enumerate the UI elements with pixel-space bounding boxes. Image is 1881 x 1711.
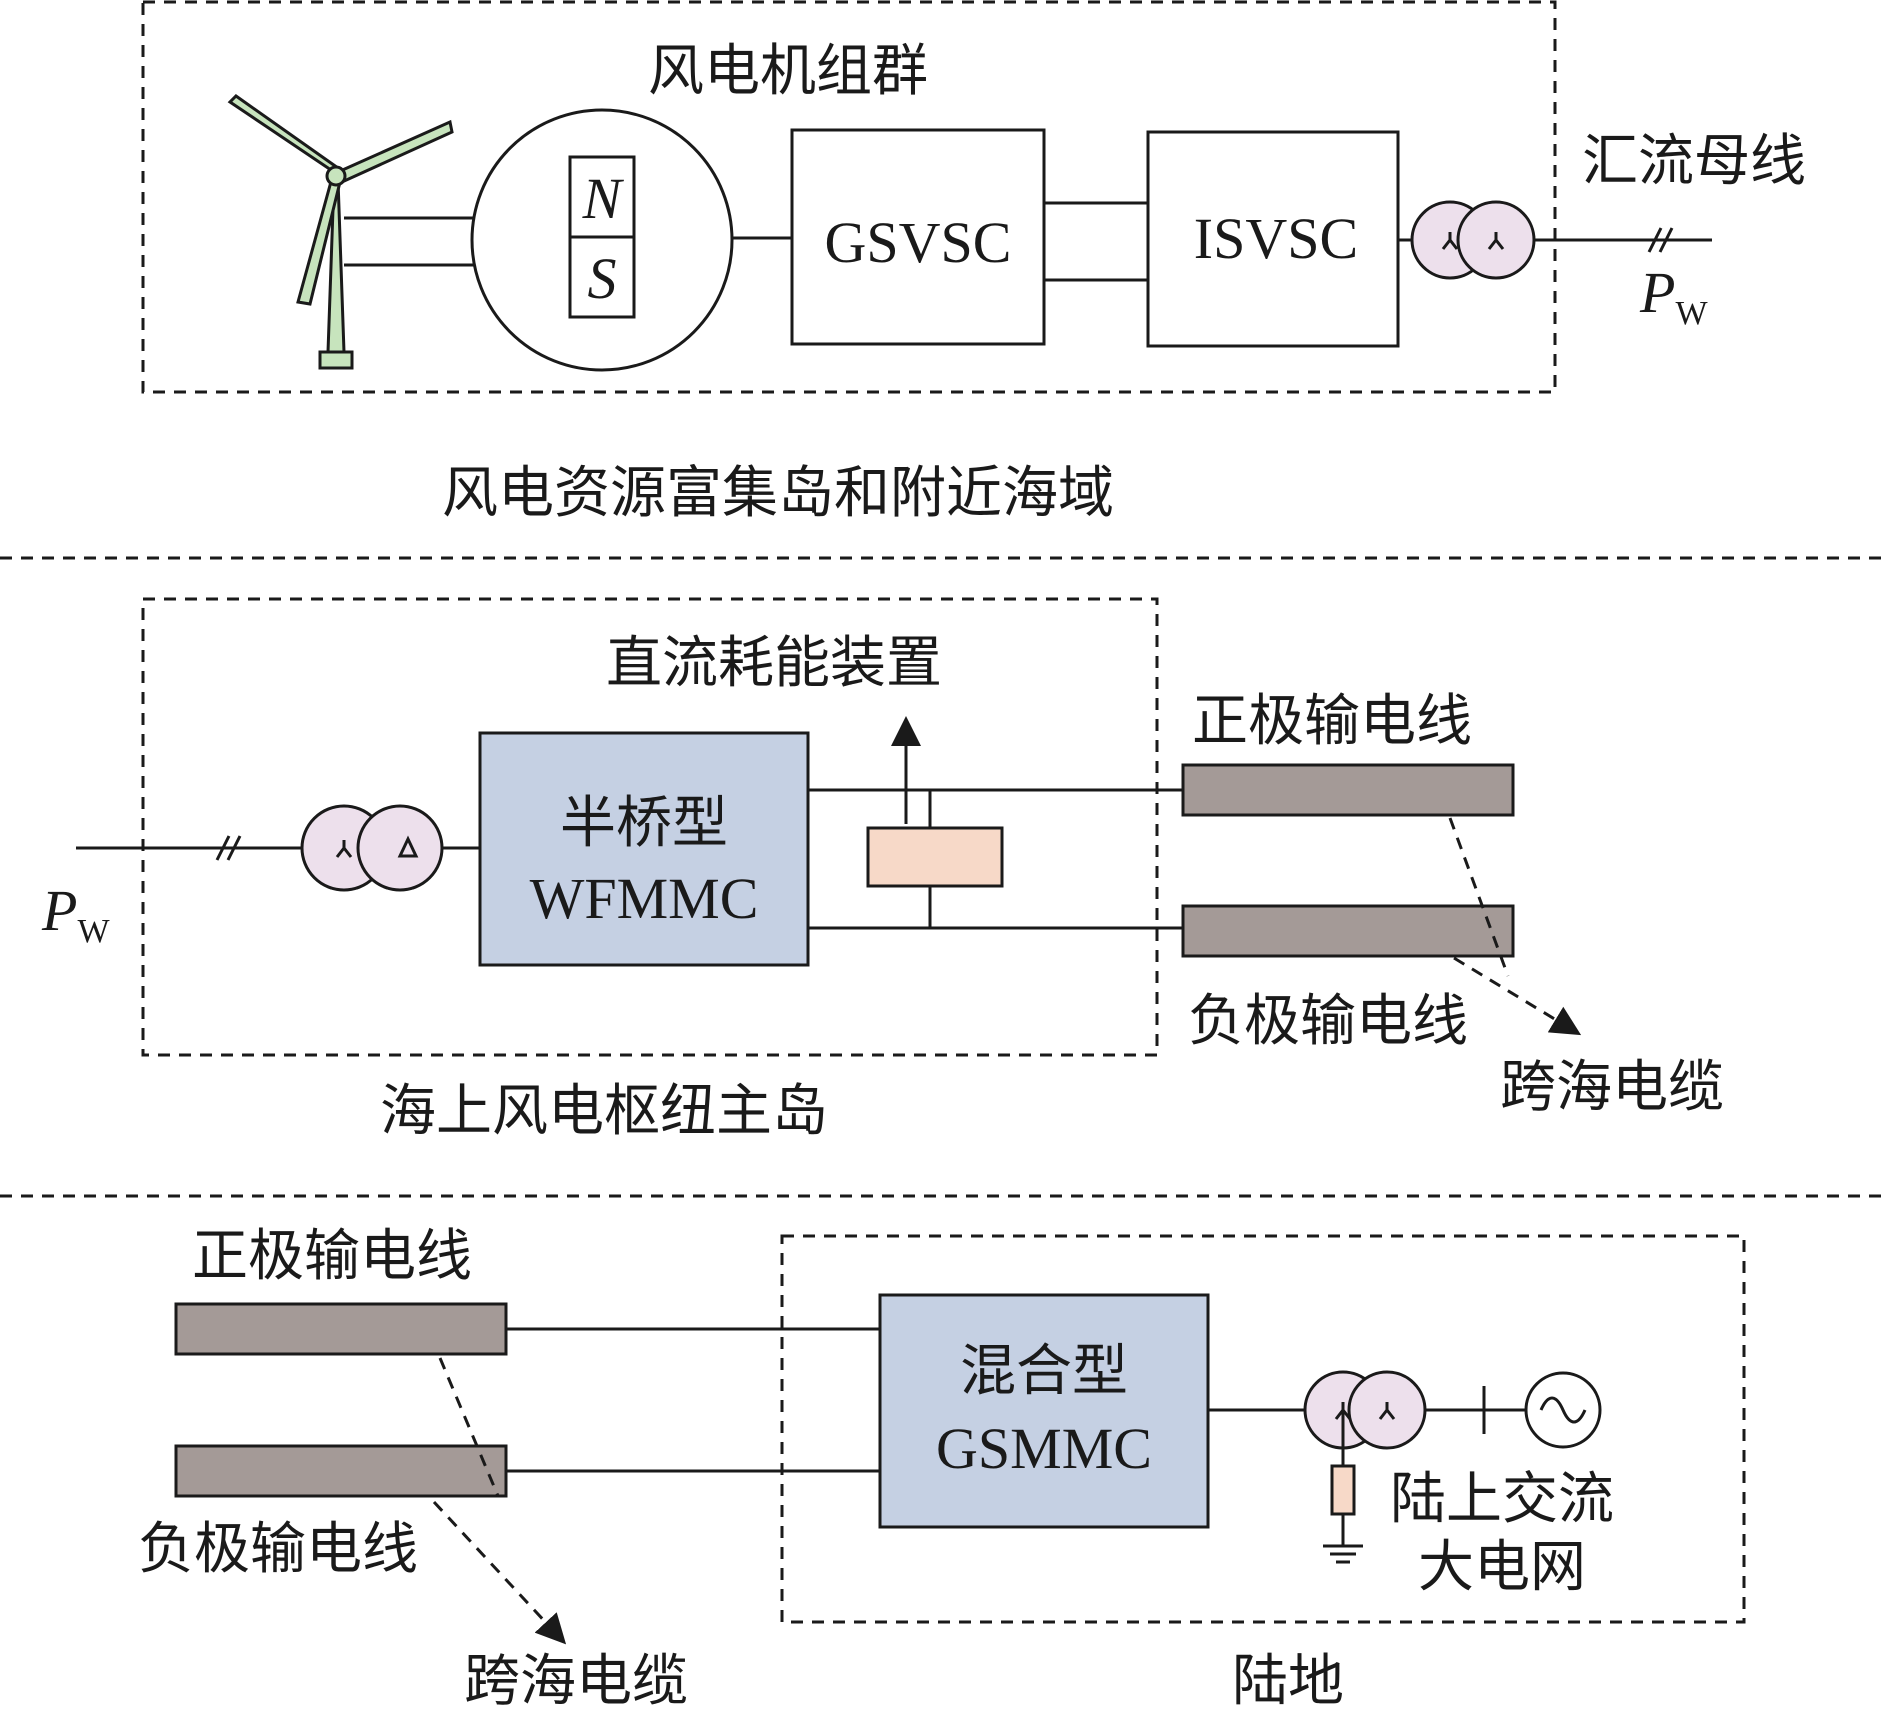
wind-turbine-icon: [227, 94, 454, 370]
hub-negative-line-label: 负极输电线: [1188, 989, 1468, 1054]
isvsc-box: [1146, 130, 1400, 348]
gsmmc-type-label: 混合型: [960, 1339, 1128, 1404]
region-label-hub-island: 海上风电枢纽主岛: [380, 1079, 828, 1144]
wind-farm-boundary: [141, 0, 1557, 394]
chopper-label: 直流耗能装置: [606, 631, 942, 696]
wfmmc-type-label: 半桥型: [560, 791, 728, 856]
gsvsc-box: [790, 128, 1046, 346]
hub-island-boundary: [141, 597, 1159, 1057]
wfmmc-label: WFMMC: [530, 866, 759, 931]
land-cable-label: 跨海电缆: [464, 1649, 688, 1711]
magnet-north-label: N: [582, 166, 625, 231]
ac-grid-label-line2: 大电网: [1418, 1535, 1586, 1600]
wind-group-label: 风电机组群: [648, 39, 928, 104]
region-label-land: 陆地: [1232, 1649, 1344, 1711]
land-negative-line-label: 负极输电线: [138, 1517, 418, 1582]
ground-icon: [1323, 1544, 1363, 1564]
gsmmc-label: GSMMC: [936, 1416, 1152, 1481]
ac-source-icon: [1524, 1371, 1602, 1449]
region-label-wind-area: 风电资源富集岛和附近海域: [442, 461, 1114, 526]
section-wind-farm: 风电机组群 N S GSVSC ISVSC: [141, 0, 1806, 394]
hub-negative-cable: [1181, 904, 1515, 958]
generator-icon: [470, 108, 734, 372]
section-land: 正极输电线 负极输电线 跨海电缆 混合型 GSMMC: [138, 1224, 1746, 1711]
bus-label: 汇流母线: [1582, 129, 1806, 194]
bus-power-label: PW: [1639, 260, 1708, 332]
isvsc-label: ISVSC: [1194, 206, 1358, 271]
magnet-south-label: S: [588, 246, 617, 311]
transformer-icon: [300, 804, 444, 892]
dc-chopper-resistor: [866, 826, 1004, 888]
land-positive-line-label: 正极输电线: [192, 1224, 472, 1289]
hub-power-label: PW: [41, 878, 110, 950]
ac-grid-label-line1: 陆上交流: [1390, 1467, 1614, 1532]
wfmmc-converter: [478, 731, 810, 967]
gsmmc-converter: [878, 1293, 1210, 1529]
hub-cable-label: 跨海电缆: [1500, 1055, 1724, 1120]
land-negative-cable: [174, 1444, 508, 1498]
transformer-icon: [1410, 200, 1536, 280]
grounding-resistor: [1330, 1464, 1356, 1516]
section-hub-island: 直流耗能装置 PW 半桥型 WFMMC 正极输电线 负极输电线 跨海电缆: [41, 597, 1724, 1120]
land-boundary: [780, 1234, 1746, 1624]
hub-positive-cable: [1181, 763, 1515, 817]
land-positive-cable: [174, 1302, 508, 1356]
hub-positive-line-label: 正极输电线: [1192, 689, 1472, 754]
gsvsc-label: GSVSC: [825, 210, 1012, 275]
transformer-icon: [1303, 1370, 1427, 1450]
